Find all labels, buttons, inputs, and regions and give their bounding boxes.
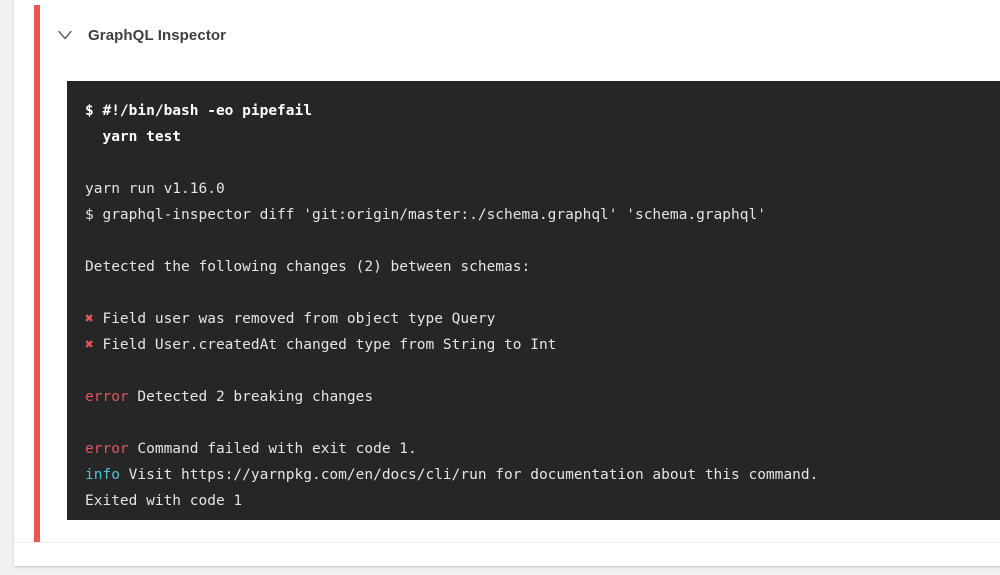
chevron-down-icon[interactable] [54, 24, 76, 46]
log-line-output: yarn run v1.16.0 [85, 181, 225, 197]
breaking-change-cross-icon: ✖ [85, 337, 94, 353]
log-line-change: ✖ Field user was removed from object typ… [85, 311, 496, 327]
log-line-command: yarn test [85, 129, 182, 145]
job-header[interactable]: GraphQL Inspector [54, 18, 226, 52]
log-lines: $ #!/bin/bash -eo pipefail yarn test yar… [85, 98, 1000, 514]
log-line-blank [85, 228, 1000, 254]
log-line-output: $ graphql-inspector diff 'git:origin/mas… [85, 207, 766, 223]
log-level-error: error [85, 441, 129, 457]
log-line-info: info Visit https://yarnpkg.com/en/docs/c… [85, 467, 819, 483]
terminal-output[interactable]: $ #!/bin/bash -eo pipefail yarn test yar… [67, 81, 1000, 520]
breaking-change-cross-icon: ✖ [85, 311, 94, 327]
log-line-error: error Command failed with exit code 1. [85, 441, 417, 457]
job-title: GraphQL Inspector [88, 26, 227, 44]
log-level-error: error [85, 389, 129, 405]
log-line-blank [85, 410, 1000, 436]
log-line-blank [85, 358, 1000, 384]
job-status-accent-bar [34, 5, 40, 542]
log-line-command: $ #!/bin/bash -eo pipefail [85, 103, 312, 119]
log-level-info: info [85, 467, 120, 483]
job-log-card: GraphQL Inspector $ #!/bin/bash -eo pipe… [14, 0, 1000, 566]
log-line-error: error Detected 2 breaking changes [85, 389, 374, 405]
log-line-output: Detected the following changes (2) betwe… [85, 259, 531, 275]
log-line-blank [85, 150, 1000, 176]
card-divider [14, 542, 1000, 543]
log-line-blank [85, 280, 1000, 306]
log-line-change: ✖ Field User.createdAt changed type from… [85, 337, 557, 353]
log-line-output: Exited with code 1 [85, 493, 243, 509]
